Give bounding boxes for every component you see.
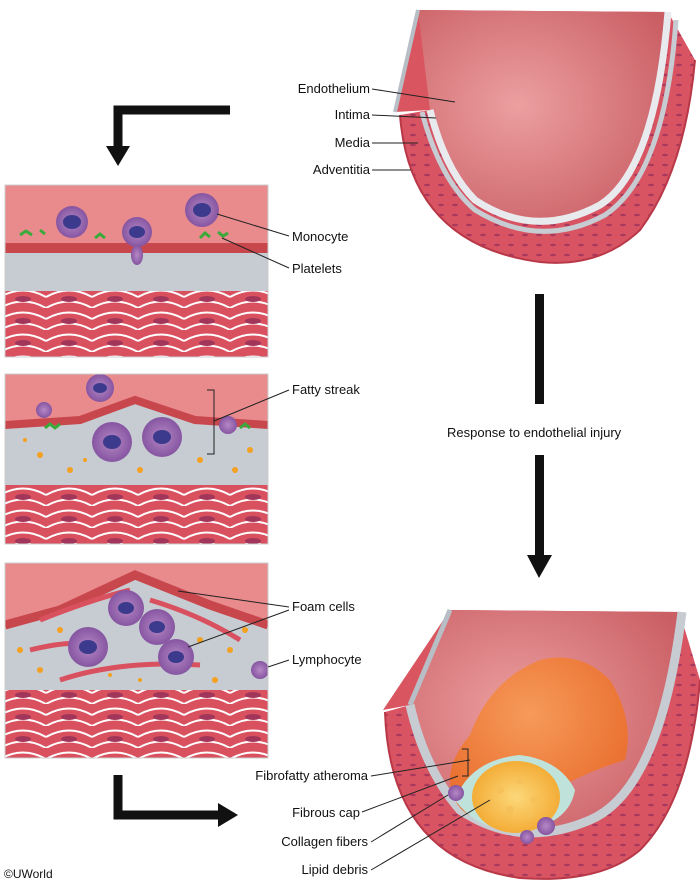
label-fibrous-cap: Fibrous cap <box>292 805 360 820</box>
label-lymphocyte: Lymphocyte <box>292 652 362 667</box>
diseased-artery <box>383 609 700 880</box>
arrow-top-left <box>106 105 230 166</box>
arrow-bottom-left <box>113 775 238 827</box>
label-fatty-streak: Fatty streak <box>292 382 360 397</box>
label-fibrofatty-atheroma: Fibrofatty atheroma <box>255 768 368 783</box>
normal-artery <box>393 9 696 264</box>
label-intima: Intima <box>334 107 370 122</box>
label-platelets: Platelets <box>292 261 342 276</box>
label-monocyte: Monocyte <box>292 229 349 244</box>
normal-artery-leaders <box>371 88 456 171</box>
panel2-bracket <box>207 389 290 455</box>
copyright: ©UWorld <box>4 867 53 881</box>
arrow-right-column <box>527 294 552 578</box>
label-foam-cells: Foam cells <box>292 599 355 614</box>
label-adventitia: Adventitia <box>312 162 370 177</box>
label-endothelium: Endothelium <box>297 81 370 96</box>
label-response-to-endothelial-injury: Response to endothelial injury <box>447 425 622 440</box>
panel-foam-cells <box>4 562 269 759</box>
diseased-artery-leaders <box>361 748 491 871</box>
platelets <box>19 228 229 240</box>
label-media: Media <box>334 135 370 150</box>
panel3-leaders <box>177 590 290 668</box>
label-collagen-fibers: Collagen fibers <box>281 834 368 849</box>
panel-fatty-streak <box>4 373 269 545</box>
panel1-leaders <box>216 213 290 269</box>
panel-monocyte-adhesion <box>4 184 269 358</box>
label-lipid-debris: Lipid debris <box>301 862 369 877</box>
